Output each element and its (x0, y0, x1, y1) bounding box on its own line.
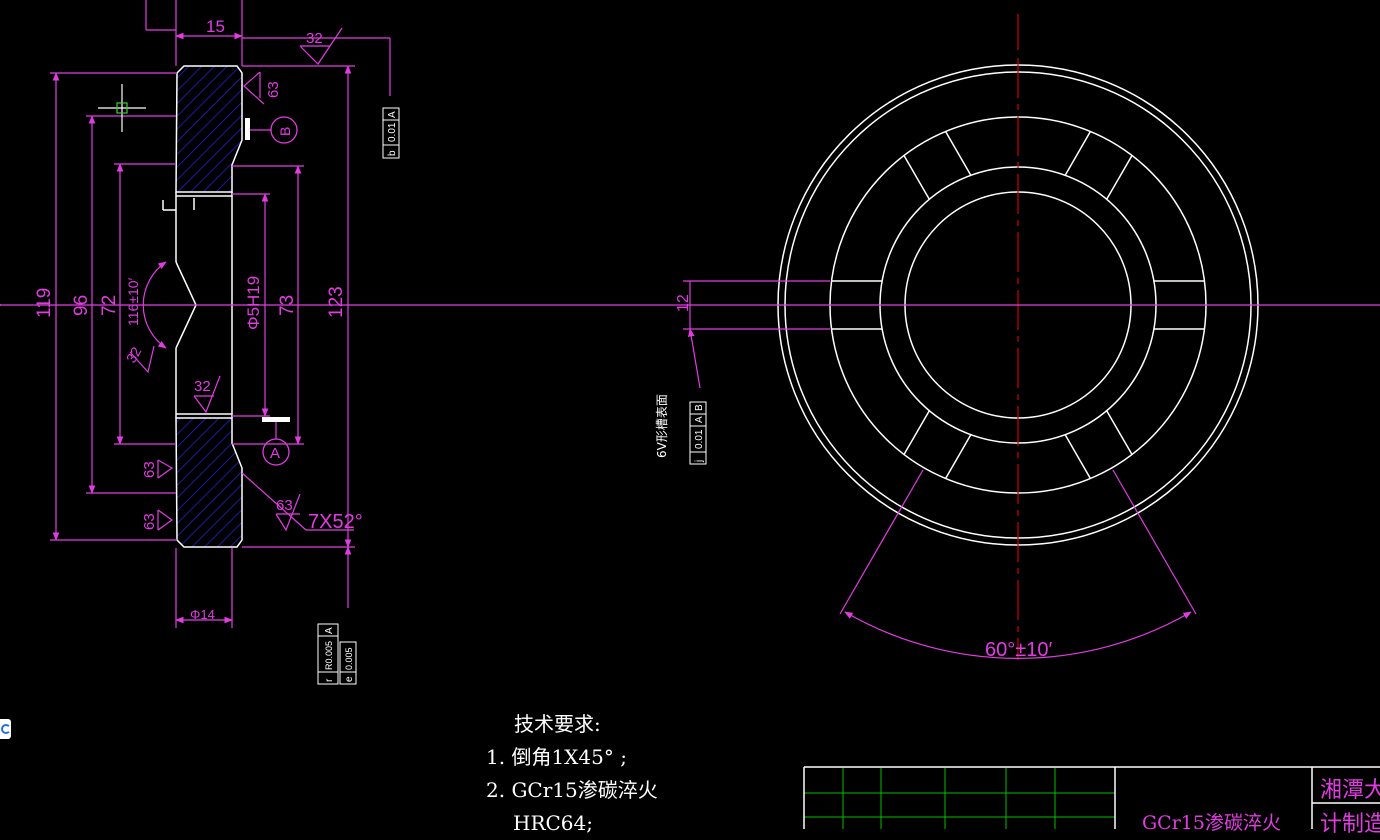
title-block-org-line1: 湘潭大 (1320, 778, 1380, 803)
fcf-bottom-r-symbol: r (324, 678, 335, 682)
slot-edge-1-0 (1106, 410, 1133, 455)
slot-edge-1-1 (1064, 434, 1092, 479)
fcf-top (382, 107, 400, 159)
chamfer-label: 7X52° (308, 511, 363, 533)
right-front-view: 12 60°±10′ 6V形槽表面 j 0.01 A B (655, 14, 1380, 661)
dim-72-label: 72 (99, 295, 120, 316)
slot-edge-2-1 (903, 410, 930, 455)
dim-96-label: 96 (71, 295, 92, 316)
dim-bore-label: Φ5H19 (244, 276, 263, 330)
dim-14-label: Φ14 (190, 607, 215, 622)
upper-section-hatch (175, 65, 243, 193)
tech-req-item2: 2. GCr15渗碳淬火 (486, 778, 658, 802)
fcf-right-datum-b: B (694, 404, 705, 411)
rough-32-mid-label: 32 (194, 378, 211, 395)
tech-req-item1: 1. 倒角1X45° ; (486, 745, 627, 769)
fcf-right-datum-a: A (694, 416, 705, 423)
rough-32-top-label: 32 (306, 30, 323, 47)
v-groove-note: 6V形槽表面 (655, 394, 669, 458)
dim-12-label: 12 (675, 294, 692, 312)
dim-73-label: 73 (277, 295, 298, 316)
title-block-org-line2: 计制造 (1320, 812, 1380, 837)
radial-slots (831, 131, 1205, 479)
lower-section-hatch (175, 417, 243, 548)
angle-label: 60°±10′ (985, 639, 1052, 661)
fcf-bottom (317, 623, 357, 685)
fcf-top-symbol: b (387, 150, 398, 156)
fcf-bottom-r-datum: A (324, 627, 335, 634)
title-block (803, 766, 1380, 829)
fcf-right-symbol: j (694, 460, 705, 463)
rough-63-bottom-label: 63 (276, 497, 293, 514)
left-section-view: 15 Φ14 119 96 72 116±10′ Φ5H19 73 123 32… (0, 0, 700, 685)
dim-15-label: 15 (206, 17, 225, 36)
rough-63-left-b-label: 63 (141, 513, 158, 530)
datum-a-letter: A (270, 445, 280, 462)
angle-dimension (839, 469, 1197, 659)
dim-116-label: 116±10′ (125, 277, 141, 326)
slot-edge-5-0 (1064, 131, 1092, 176)
fcf-right (689, 401, 707, 465)
rough-63-right-label: 63 (265, 81, 282, 98)
datum-a-bar (262, 417, 290, 422)
roughness-symbols (129, 27, 354, 532)
fcf-bottom-e-value: 0.005 (344, 647, 354, 670)
fcf-top-value: 0.01 (387, 122, 398, 142)
dim-12-lines (683, 280, 830, 389)
title-block-material: GCr15渗碳淬火 (1142, 812, 1281, 834)
fcf-bottom-e-symbol: e (344, 676, 355, 682)
datum-b-bar (245, 118, 250, 140)
tech-req-item3: HRC64; (513, 811, 593, 835)
fcf-bottom-r-value: R0.005 (324, 641, 334, 670)
left-dimension-lines (0, 0, 700, 628)
rough-32-left-label: 32 (123, 344, 145, 366)
slot-edge-2-0 (944, 434, 972, 479)
fcf-right-value: 0.01 (694, 429, 705, 449)
dim-119-label: 119 (34, 288, 55, 318)
slot-edge-4-0 (903, 155, 930, 200)
slot-edge-4-1 (944, 131, 972, 176)
tech-req-title: 技术要求: (514, 712, 601, 736)
tech-requirements: 技术要求: 1. 倒角1X45° ; 2. GCr15渗碳淬火 HRC64; (486, 708, 658, 840)
slot-edge-5-1 (1106, 155, 1133, 200)
side-panel-toggle-icon[interactable] (0, 719, 11, 739)
datum-b-letter: B (277, 127, 293, 136)
rough-63-left-a-label: 63 (141, 461, 158, 478)
fcf-top-datum: A (387, 111, 398, 118)
dim-123-label: 123 (326, 286, 347, 318)
